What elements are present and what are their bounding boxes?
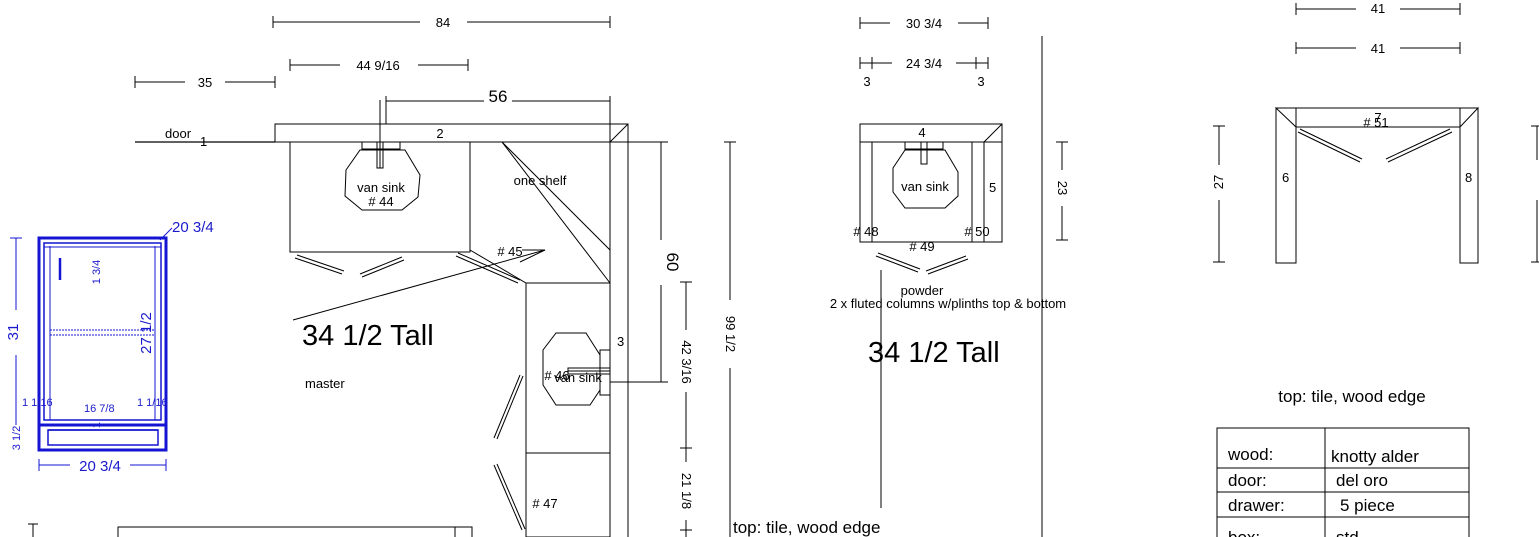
- van-sink-label-2: van sink: [554, 370, 602, 385]
- part-8: 8: [1465, 170, 1472, 185]
- dim-99-1-2: 99 1/2: [723, 316, 738, 352]
- tall-label-2: 34 1/2 Tall: [868, 337, 1000, 369]
- dim-84: 84: [436, 15, 450, 30]
- dim-3-right: 3: [977, 74, 984, 89]
- section-1-1-16-left: 1 1/16: [22, 397, 53, 409]
- spec-table: wood: knotty alder door: del oro drawer:…: [1216, 427, 1470, 537]
- spec-key-box: box:: [1228, 528, 1260, 537]
- dim-21-1-8: 21 1/8: [679, 473, 694, 509]
- part-3: 3: [617, 334, 624, 349]
- spec-value-drawer: 5 piece: [1340, 496, 1395, 515]
- top-tile-label-2: top: tile, wood edge: [1278, 387, 1425, 406]
- section-16-7-8: 16 7/8: [84, 403, 115, 415]
- spec-key-wood: wood:: [1227, 445, 1273, 464]
- part-5: 5: [989, 180, 996, 195]
- section-view: 20 3/4 20 3/4 31 3 1/2 1 3/4 27 1/2 1 1 …: [5, 219, 214, 475]
- section-1: 1: [91, 422, 103, 428]
- cabinet-45-label: # 45: [497, 244, 522, 259]
- cabinet-51-label: # 51: [1363, 115, 1388, 130]
- one-shelf-label: one shelf: [514, 173, 567, 188]
- section-height-31: 31: [5, 324, 22, 341]
- dim-23: 23: [1055, 181, 1070, 195]
- section-width-bottom: 20 3/4: [79, 458, 121, 475]
- top-tile-label-1: top: tile, wood edge: [733, 518, 880, 537]
- dim-44-9-16: 44 9/16: [356, 58, 399, 73]
- powder-label: powder: [901, 283, 944, 298]
- dim-41-bottom: 41: [1371, 41, 1385, 56]
- part-2: 2: [436, 126, 443, 141]
- powder-plan: 30 3/4 24 3/4 3 3 4 5 van sink # 48 # 49…: [830, 16, 1070, 537]
- cabinet-50-label: # 50: [964, 224, 989, 239]
- spec-key-door: door:: [1228, 471, 1267, 490]
- dim-35: 35: [198, 75, 212, 90]
- section-27-1-2: 27 1/2: [138, 312, 155, 354]
- dim-27-left: 27: [1211, 175, 1226, 189]
- right-elevation: 41 41 7 # 51 6 8 27 27 top: tile, wood e…: [1211, 1, 1539, 406]
- dim-30-3-4: 30 3/4: [906, 16, 942, 31]
- cabinet-44-label: # 44: [368, 194, 393, 209]
- tall-label-1: 34 1/2 Tall: [302, 320, 434, 352]
- part-7: 7: [1374, 110, 1381, 125]
- dim-56: 56: [489, 87, 508, 106]
- dim-60: 60: [663, 253, 682, 272]
- part-4: 4: [918, 125, 925, 140]
- section-1-3-4: 1 3/4: [91, 260, 103, 284]
- bottom-left-fragment: [28, 523, 473, 537]
- columns-note: 2 x fluted columns w/plinths top & botto…: [830, 296, 1066, 311]
- spec-value-door: del oro: [1336, 471, 1388, 490]
- dim-41-top: 41: [1371, 1, 1385, 16]
- dim-24-3-4: 24 3/4: [906, 56, 942, 71]
- dim-3-left: 3: [863, 74, 870, 89]
- master-plan: 84 44 9/16 35 56 door 1 2: [134, 15, 880, 537]
- spec-value-box: std: [1336, 528, 1359, 537]
- spec-key-drawer: drawer:: [1228, 496, 1285, 515]
- cabinet-46-label: # 46: [544, 368, 569, 383]
- door-label: door: [165, 126, 192, 141]
- part-6: 6: [1282, 170, 1289, 185]
- dim-42-3-16: 42 3/16: [679, 340, 694, 383]
- cabinet-48-label: # 48: [853, 224, 878, 239]
- section-height-3-1-2: 3 1/2: [11, 426, 23, 450]
- van-sink-label-3: van sink: [901, 179, 949, 194]
- cabinet-47-label: # 47: [532, 496, 557, 511]
- cabinet-49-label: # 49: [909, 239, 934, 254]
- spec-value-wood: knotty alder: [1331, 447, 1419, 466]
- van-sink-label-1: van sink: [357, 180, 405, 195]
- master-label: master: [305, 376, 345, 391]
- door-number: 1: [200, 134, 207, 149]
- section-1-1-16-right: 1 1/16: [137, 397, 168, 409]
- section-width-top: 20 3/4: [172, 219, 214, 236]
